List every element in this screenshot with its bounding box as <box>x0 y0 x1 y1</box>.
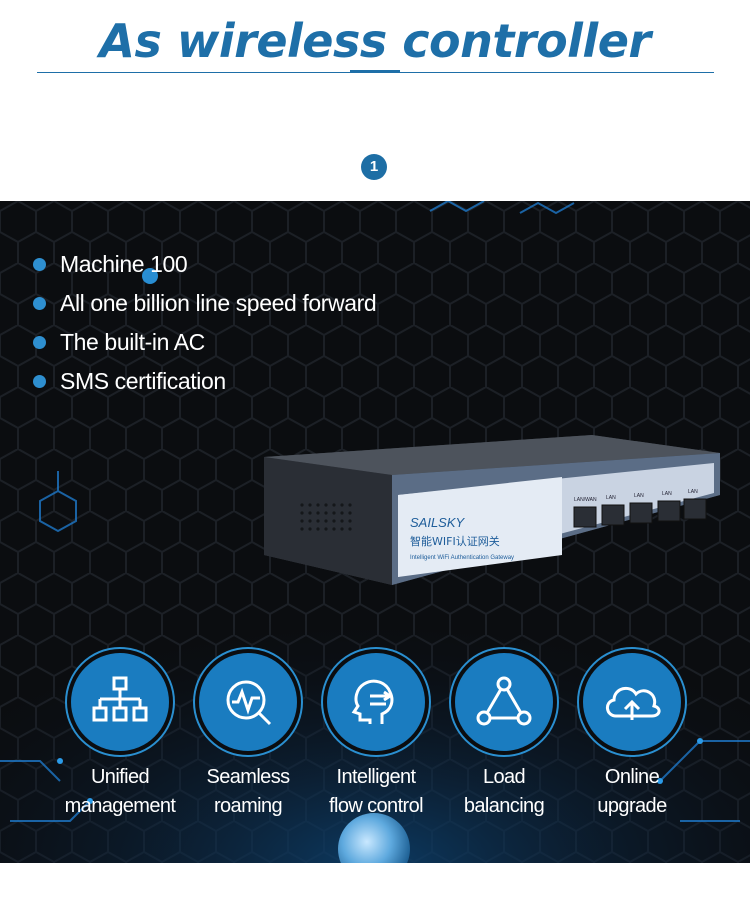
capability-label: Intelligent <box>336 766 416 788</box>
list-item: All one billion line speed forward <box>33 284 377 323</box>
capability-seamless-roaming: Seamless roaming <box>178 653 318 821</box>
capability-label: management <box>64 795 176 817</box>
feature-panel: Machine 100 All one billion line speed f… <box>0 201 750 863</box>
head-arrow-icon <box>327 653 425 751</box>
capability-label: Seamless <box>206 766 290 788</box>
title-accent-bar <box>350 70 400 73</box>
list-item: Machine 100 <box>33 245 376 284</box>
capability-intelligent-flow-control: Intelligent flow control <box>306 653 446 821</box>
capability-label: flow control <box>329 795 424 817</box>
capability-label: Unified <box>90 766 150 788</box>
port-label: LAN <box>634 493 644 499</box>
port-label: LAN <box>662 491 672 497</box>
network-tree-icon <box>71 653 169 751</box>
bullet-icon <box>33 297 46 310</box>
bullet-icon <box>33 258 46 271</box>
device-product-cn: 智能WIFI认证网关 <box>410 534 500 548</box>
page-title: As wireless controller <box>99 14 651 68</box>
list-item: SMS certification <box>33 362 376 401</box>
capability-label: Load <box>482 766 526 788</box>
feature-list: Machine 100 All one billion line speed f… <box>33 245 377 401</box>
globe-glow-icon <box>338 813 410 863</box>
cloud-upload-icon <box>583 653 681 751</box>
device-product-en: Intelligent WiFi Authentication Gateway <box>410 555 514 561</box>
step-badge: 1 <box>361 154 387 180</box>
signal-search-icon <box>199 653 297 751</box>
capability-label: upgrade <box>597 795 667 817</box>
port-label: LAN <box>606 495 616 501</box>
capability-online-upgrade: Online upgrade <box>562 653 702 821</box>
feature-label: Machine 100 <box>60 251 188 277</box>
bullet-icon <box>33 375 46 388</box>
port-label: LAN <box>688 489 698 495</box>
triangle-nodes-icon <box>455 653 553 751</box>
list-item: The built-in AC <box>33 323 376 362</box>
capability-label: roaming <box>213 795 283 817</box>
gateway-device-image: SAILSKY 智能WIFI认证网关 Intelligent WiFi Auth… <box>264 435 720 585</box>
capability-label: Online <box>604 766 660 788</box>
capability-unified-management: Unified management <box>50 653 190 821</box>
capability-label: balancing <box>463 795 545 817</box>
bullet-icon <box>33 336 46 349</box>
capability-load-balancing: Load balancing <box>434 653 574 821</box>
feature-label: The built-in AC <box>60 329 205 355</box>
port-label: LAN/WAN <box>574 497 597 503</box>
feature-label: All one billion line speed forward <box>60 290 377 316</box>
device-brand: SAILSKY <box>410 515 466 530</box>
feature-label: SMS certification <box>60 368 226 394</box>
